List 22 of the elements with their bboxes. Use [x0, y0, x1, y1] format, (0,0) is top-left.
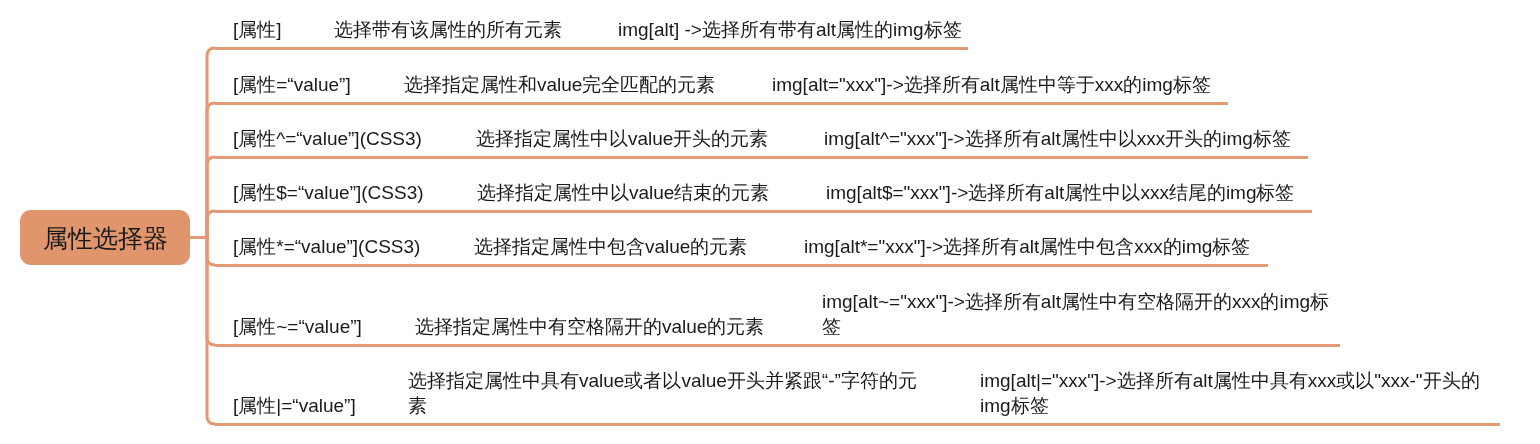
example-text: img[alt|="xxx"]->选择所有alt属性中具有xxx或以"xxx-"开头的img标签: [980, 368, 1481, 418]
selector-text: [属性~=“value”]: [233, 314, 362, 339]
example-text: img[alt*="xxx"]->选择所有alt属性中包含xxx的img标签: [804, 234, 1251, 259]
description-text: 选择指定属性中具有value或者以value开头并紧跟“-”字符的元素: [408, 368, 918, 418]
example-text: img[alt~="xxx"]->选择所有alt属性中有空格隔开的xxx的img标签: [822, 289, 1331, 339]
selector-text: [属性*=“value”](CSS3): [233, 234, 421, 259]
description-text: 选择指定属性和value完全匹配的元素: [404, 72, 716, 97]
description-text: 选择指定属性中以value开头的元素: [476, 126, 769, 151]
description-text: 选择指定属性中有空格隔开的value的元素: [415, 314, 765, 339]
description-text: 选择指定属性中包含value的元素: [474, 234, 748, 259]
selector-text: [属性|=“value”]: [233, 393, 356, 418]
example-text: img[alt] ->选择所有带有alt属性的img标签: [618, 17, 962, 42]
description-text: 选择带有该属性的所有元素: [334, 17, 562, 42]
root-topic-box: 属性选择器: [20, 210, 190, 265]
selector-text: [属性=“value”]: [233, 72, 351, 97]
selector-text: [属性$=“value”](CSS3): [233, 180, 424, 205]
selector-text: [属性]: [233, 17, 282, 42]
example-text: img[alt^="xxx"]->选择所有alt属性中以xxx开头的img标签: [824, 126, 1291, 151]
example-text: img[alt="xxx"]->选择所有alt属性中等于xxx的img标签: [772, 72, 1211, 97]
example-text: img[alt$="xxx"]->选择所有alt属性中以xxx结尾的img标签: [826, 180, 1295, 205]
selector-text: [属性^=“value”](CSS3): [233, 126, 422, 151]
description-text: 选择指定属性中以value结束的元素: [477, 180, 770, 205]
